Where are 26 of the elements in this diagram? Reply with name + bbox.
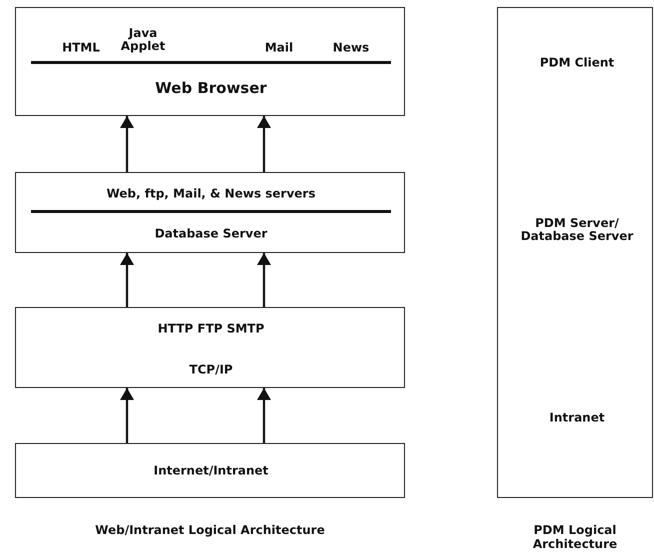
diagram-caption: Web/Intranet Logical Architecture	[94, 524, 326, 538]
architecture-column	[497, 7, 653, 498]
layer-label: Web, ftp, Mail, & News servers	[105, 187, 316, 201]
protocol-label: Mail	[264, 41, 294, 55]
arrow	[257, 116, 271, 172]
arrow	[257, 253, 271, 307]
protocol-label: HTML	[61, 41, 101, 55]
layer-label: TCP/IP	[188, 363, 234, 377]
layer-label: Database Server	[154, 227, 268, 241]
protocol-label: Java Applet	[120, 26, 166, 54]
layer-label: HTTP FTP SMTP	[156, 322, 266, 336]
layer-label: PDM Client	[538, 56, 616, 70]
layer-label: Intranet	[548, 411, 606, 425]
layer-box	[15, 443, 405, 498]
protocol-label: News	[332, 41, 370, 55]
layer-label: PDM Server/ Database Server	[520, 216, 634, 244]
arrow	[120, 116, 134, 172]
layer-label: Internet/Intranet	[152, 464, 270, 478]
arrow	[257, 388, 271, 443]
layer-box	[15, 172, 405, 253]
layer-title: Web Browser	[154, 80, 268, 96]
layer-box	[15, 307, 405, 388]
layer-box	[15, 7, 405, 116]
arrow	[120, 253, 134, 307]
arrow	[120, 388, 134, 443]
diagram-caption: PDM Logical Architecture	[532, 524, 618, 552]
